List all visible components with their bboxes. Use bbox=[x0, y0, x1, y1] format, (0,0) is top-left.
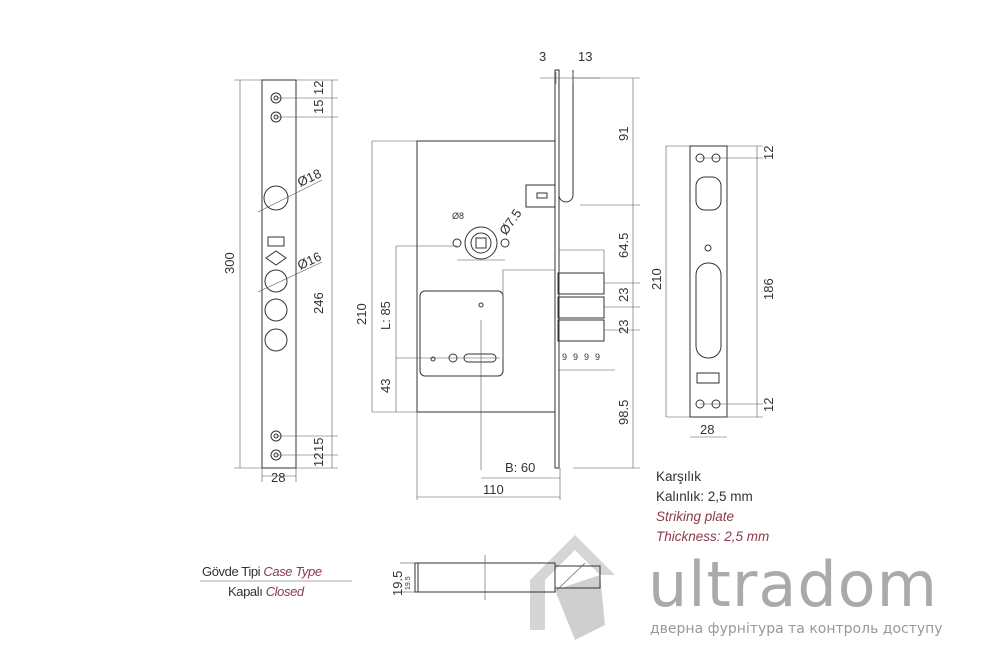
svg-text:Ø7.5: Ø7.5 bbox=[496, 206, 524, 238]
screw-hole-icon bbox=[270, 92, 282, 461]
svg-text:B: 60: B: 60 bbox=[505, 460, 535, 475]
svg-text:15: 15 bbox=[311, 438, 326, 452]
strike-plate-note: Karşılık Kalınlık: 2,5 mm Striking plate… bbox=[656, 467, 769, 547]
svg-text:186: 186 bbox=[761, 278, 776, 300]
svg-text:28: 28 bbox=[700, 422, 714, 437]
latch-bolt bbox=[558, 70, 574, 203]
spindle-hub bbox=[464, 226, 498, 260]
svg-text:210: 210 bbox=[354, 303, 369, 325]
svg-text:300: 300 bbox=[222, 252, 237, 274]
svg-text:9: 9 bbox=[595, 352, 600, 362]
ultradom-logo-icon bbox=[530, 535, 615, 640]
svg-text:23: 23 bbox=[616, 320, 631, 334]
svg-text:Ø16: Ø16 bbox=[295, 249, 324, 273]
case-value-en: Closed bbox=[265, 584, 304, 599]
case-type-tr: Gövde Tipi bbox=[202, 564, 261, 579]
case-type-label: Gövde Tipi Case Type bbox=[202, 562, 322, 582]
deadbolts bbox=[557, 272, 605, 342]
case-type-en: Case Type bbox=[263, 564, 322, 579]
svg-text:28: 28 bbox=[271, 470, 285, 485]
svg-text:9: 9 bbox=[562, 352, 567, 362]
strike-note-tr-thickness: Kalınlık: 2,5 mm bbox=[656, 489, 753, 504]
svg-text:91: 91 bbox=[616, 127, 631, 141]
brand-name: ultradom bbox=[648, 548, 938, 621]
svg-text:15: 15 bbox=[311, 100, 326, 114]
svg-text:12: 12 bbox=[311, 453, 326, 467]
strike-note-tr-title: Karşılık bbox=[656, 469, 702, 484]
svg-text:12: 12 bbox=[761, 398, 776, 412]
strike-note-en-title: Striking plate bbox=[656, 509, 735, 524]
svg-text:9: 9 bbox=[573, 352, 578, 362]
case-type-value: Kapalı Closed bbox=[228, 582, 304, 602]
svg-text:23: 23 bbox=[616, 288, 631, 302]
svg-text:98.5: 98.5 bbox=[616, 400, 631, 425]
svg-text:64.5: 64.5 bbox=[616, 233, 631, 258]
cylinder-plate bbox=[419, 290, 504, 377]
cylinder-hole bbox=[263, 185, 289, 211]
svg-text:3: 3 bbox=[539, 49, 546, 64]
svg-text:12: 12 bbox=[761, 146, 776, 160]
brand-tagline: дверна фурнітура та контроль доступу bbox=[650, 621, 943, 637]
strike-note-en-thickness: Thickness: 2,5 mm bbox=[656, 529, 770, 544]
svg-text:246: 246 bbox=[311, 292, 326, 314]
svg-text:13: 13 bbox=[578, 49, 592, 64]
case-value-tr: Kapalı bbox=[228, 584, 263, 599]
svg-text:9: 9 bbox=[584, 352, 589, 362]
faceplate-view: 300 12 15 246 15 12 28 Ø18 Ø16 bbox=[222, 79, 338, 485]
tse-logo-icon bbox=[265, 250, 287, 266]
svg-text:19.5: 19.5 bbox=[405, 576, 412, 590]
kale-logo-icon bbox=[267, 236, 285, 247]
svg-text:210: 210 bbox=[649, 268, 664, 290]
svg-text:110: 110 bbox=[483, 482, 504, 497]
strike-plate-view: 210 12 186 12 28 bbox=[649, 145, 776, 438]
case-section-view: 19.5 19.5 bbox=[200, 555, 601, 600]
kale-logo-icon bbox=[696, 372, 720, 384]
svg-text:12: 12 bbox=[311, 81, 326, 95]
svg-text:19.5: 19.5 bbox=[390, 571, 405, 596]
svg-text:L: 85: L: 85 bbox=[378, 301, 393, 330]
svg-text:43: 43 bbox=[378, 379, 393, 393]
svg-text:Ø8: Ø8 bbox=[452, 211, 464, 221]
